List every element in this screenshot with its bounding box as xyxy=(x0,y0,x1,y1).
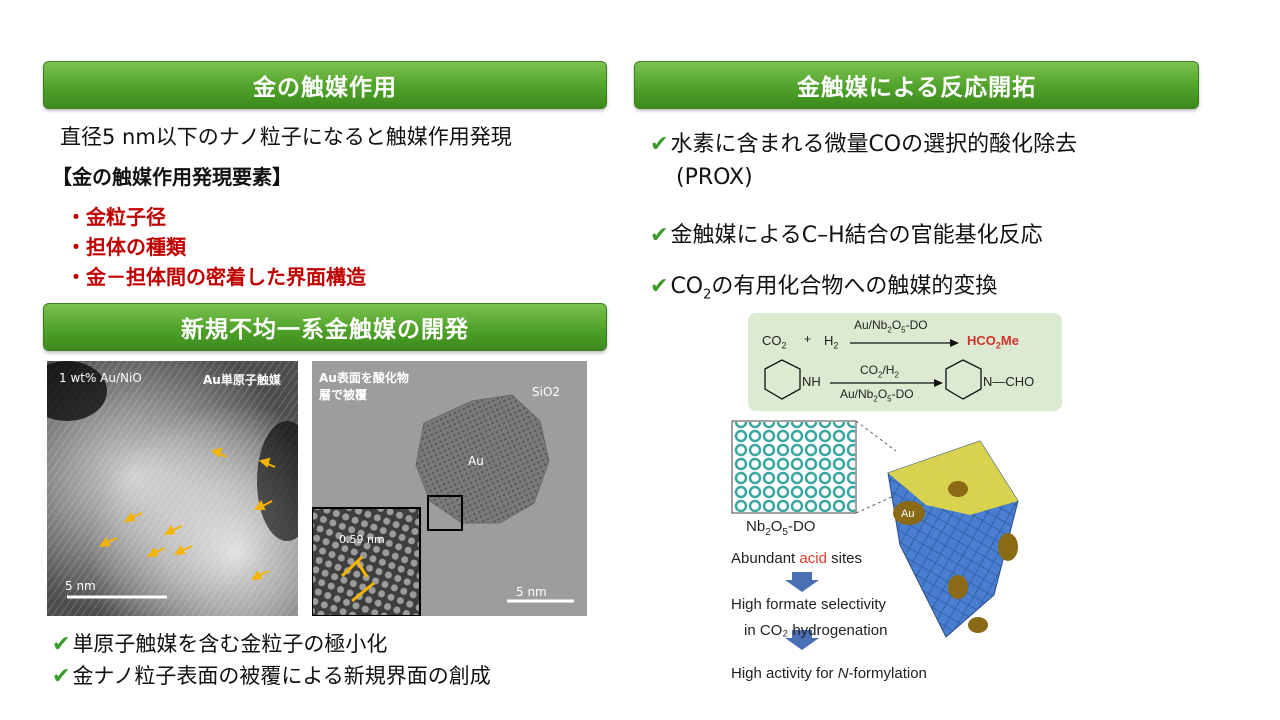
coating-label-line2: 層で被覆 xyxy=(319,388,368,402)
catalyst-label-2: Au/Nb2O5-DO xyxy=(840,387,914,404)
check-icon: ✔ xyxy=(52,664,71,689)
plus-sign: + xyxy=(804,332,812,346)
coating-label-line1: Au表面を酸化物 xyxy=(319,371,409,385)
section-banner-reaction-development: 金触媒による反応開拓 xyxy=(634,61,1199,109)
lattice-spacing-label: 0.59 nm xyxy=(339,533,385,546)
reactant-co2: CO2 xyxy=(762,333,787,351)
down-arrow-icon xyxy=(785,630,819,650)
achievement-item: ✔金ナノ粒子表面の被覆による新規界面の創成 xyxy=(52,664,491,689)
banner-title: 金の触媒作用 xyxy=(253,75,397,101)
section-banner-new-catalyst: 新規不均一系金触媒の開発 xyxy=(43,303,607,351)
intro-text: 直径5 nm以下のナノ粒子になると触媒作用発現 xyxy=(60,125,512,149)
banner-title: 金触媒による反応開拓 xyxy=(796,75,1037,101)
section-banner-gold-catalysis: 金の触媒作用 xyxy=(43,61,607,109)
step-formate-selectivity: High formate selectivity xyxy=(731,596,887,613)
sample-label: 1 wt% Au/NiO xyxy=(59,371,142,385)
product-n-formyl: N—CHO xyxy=(983,374,1035,389)
step-formate-selectivity-line2: in CO₂ hydrogenation xyxy=(744,622,888,639)
reagent-co2-h2: CO2/H2 xyxy=(860,363,899,380)
reaction-scheme: CO2 + H2 Au/Nb2O5-DO HCO2Me NH CO2/H2 Au… xyxy=(748,313,1062,411)
reaction-bullet-cont: (PROX) xyxy=(676,165,753,190)
catalyst-structure-figure: Au xyxy=(731,420,1019,650)
check-icon: ✔ xyxy=(52,632,71,657)
reactant-h2: H2 xyxy=(824,333,839,351)
step-acid-sites: Abundant acid sites xyxy=(731,550,862,567)
tem-image-au-nio: 1 wt% Au/NiO Au単原子触媒 5 nm xyxy=(47,361,298,616)
down-arrow-icon xyxy=(785,572,819,592)
formyl-piperidine-ring xyxy=(945,359,982,400)
tem-image-au-sio2: Au表面を酸化物 層で被覆 SiO2 Au 0.59 nm 5 nm xyxy=(312,361,587,616)
amine-nh: NH xyxy=(802,374,821,389)
step-n-formylation: High activity for N-formylation xyxy=(731,665,927,682)
catalyst-label: Au/Nb2O5-DO xyxy=(854,318,928,335)
factor-item: ・担体の種類 xyxy=(66,235,186,259)
piperidine-ring xyxy=(764,359,801,400)
check-icon: ✔ xyxy=(650,274,669,299)
reaction-bullet: ✔金触媒によるC–H結合の官能基化反応 xyxy=(650,223,1043,248)
support-label: SiO2 xyxy=(532,385,561,399)
scale-bar-label: 5 nm xyxy=(516,585,547,599)
achievement-item: ✔単原子触媒を含む金粒子の極小化 xyxy=(52,632,388,657)
material-label: Nb2O5-DO xyxy=(746,518,816,538)
check-icon: ✔ xyxy=(650,132,669,157)
single-atom-tag: Au単原子触媒 xyxy=(203,373,281,387)
au-particle-label: Au xyxy=(901,508,914,520)
factor-item: ・金－担体間の密着した界面構造 xyxy=(66,265,366,289)
reaction-bullet: ✔CO2の有用化合物への触媒的変換 xyxy=(650,274,998,303)
au-nanoparticle xyxy=(893,501,925,525)
scale-bar-label: 5 nm xyxy=(65,579,96,593)
factor-item: ・金粒子径 xyxy=(66,205,166,229)
au-label: Au xyxy=(468,454,484,468)
factors-heading: 【金の触媒作用発現要素】 xyxy=(52,165,292,189)
atom-arrows xyxy=(98,447,276,581)
product-methyl-formate: HCO2Me xyxy=(967,333,1019,351)
reaction-bullet: ✔水素に含まれる微量COの選択的酸化除去 xyxy=(650,132,1078,157)
check-icon: ✔ xyxy=(650,223,669,248)
banner-title: 新規不均一系金触媒の開発 xyxy=(181,317,469,343)
